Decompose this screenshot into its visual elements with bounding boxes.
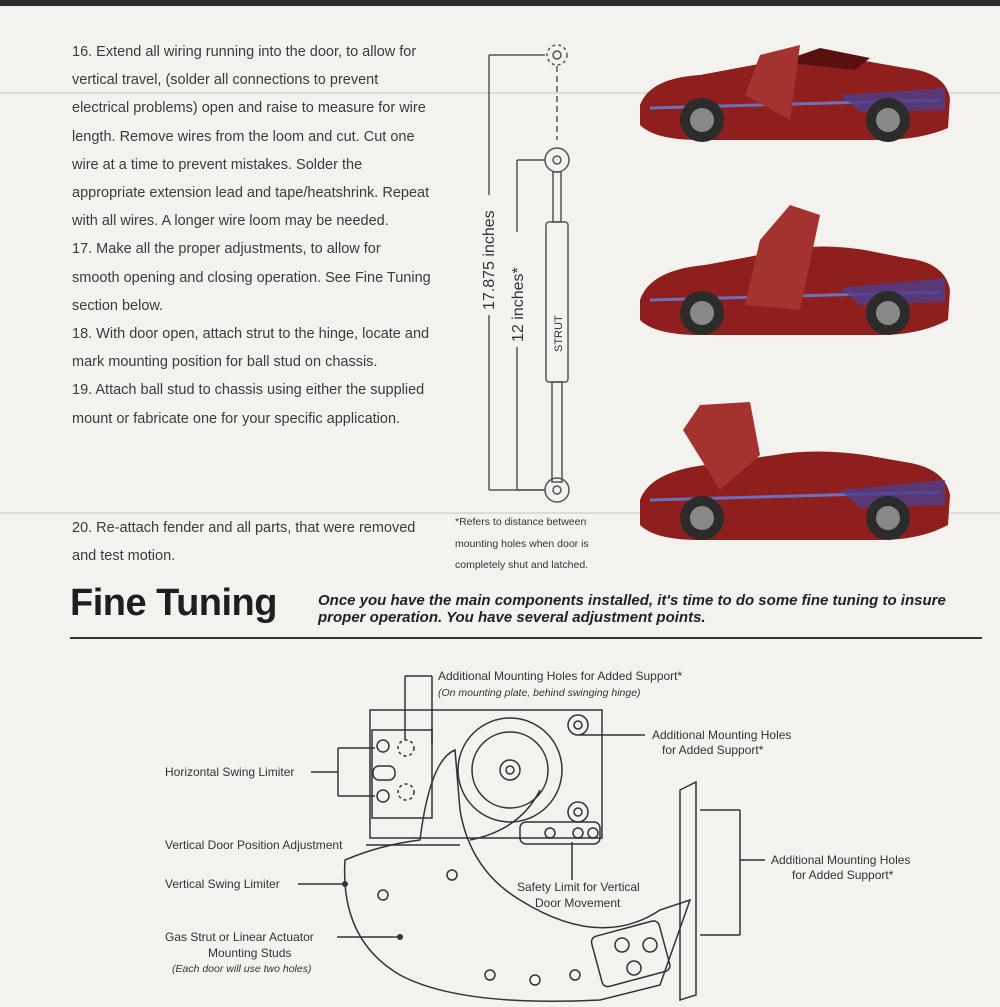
callout-safety-limit-line2: Door Movement <box>535 896 621 910</box>
callout-gas-strut-line2: Mounting Studs <box>208 946 291 960</box>
callout-gas-strut-note: (Each door will use two holes) <box>172 963 311 975</box>
step-20-block: 20. Re-attach fender and all parts, that… <box>72 514 432 570</box>
callout-far-right-line2: for Added Support* <box>792 868 894 882</box>
car-illustration-open <box>640 402 950 540</box>
callout-mount-holes-top-note: (On mounting plate, behind swinging hing… <box>438 687 641 699</box>
fine-tuning-intro: Once you have the main components instal… <box>318 592 946 626</box>
paper-fold-line <box>0 92 1000 94</box>
instruction-steps: 16. Extend all wiring running into the d… <box>72 38 432 433</box>
car-illustration-opening <box>640 205 950 335</box>
callout-mount-holes-top: Additional Mounting Holes for Added Supp… <box>438 669 682 683</box>
top-edge-bar <box>0 0 1000 6</box>
step-20: 20. Re-attach fender and all parts, that… <box>72 520 416 564</box>
step-16: 16. Extend all wiring running into the d… <box>72 44 430 230</box>
strut-dimension-labels: 17.875 inches 12 inches* STRUT <box>476 195 565 352</box>
callout-gas-strut-line1: Gas Strut or Linear Actuator <box>165 930 314 944</box>
callout-safety-limit-line1: Safety Limit for Vertical <box>517 880 640 894</box>
callout-mount-holes-right-line1: Additional Mounting Holes <box>652 728 791 742</box>
overall-length-label: 17.875 inches <box>481 210 498 310</box>
callout-vertical-swing-limiter: Vertical Swing Limiter <box>165 877 280 891</box>
section-divider <box>70 637 982 639</box>
strut-label: STRUT <box>553 315 565 352</box>
fine-tuning-title: Fine Tuning <box>70 582 277 624</box>
step-18: 18. With door open, attach strut to the … <box>72 326 430 371</box>
step-17: 17. Make all the proper adjustments, to … <box>72 241 431 314</box>
callout-vertical-door-position: Vertical Door Position Adjustment <box>165 838 343 852</box>
strut-footnote: *Refers to distance between mounting hol… <box>455 516 589 571</box>
callout-horizontal-swing-limiter: Horizontal Swing Limiter <box>165 765 294 779</box>
callout-far-right-line1: Additional Mounting Holes <box>771 853 910 867</box>
step-19: 19. Attach ball stud to chassis using ei… <box>72 382 425 427</box>
strut-diagram <box>488 44 570 503</box>
compressed-length-label: 12 inches* <box>510 267 527 342</box>
mounting-plate <box>369 709 603 839</box>
paper-fold-line <box>0 512 1000 514</box>
callout-mount-holes-right-line2: for Added Support* <box>662 743 764 757</box>
hinge-gear <box>457 717 563 823</box>
car-illustration-closed <box>640 45 950 142</box>
